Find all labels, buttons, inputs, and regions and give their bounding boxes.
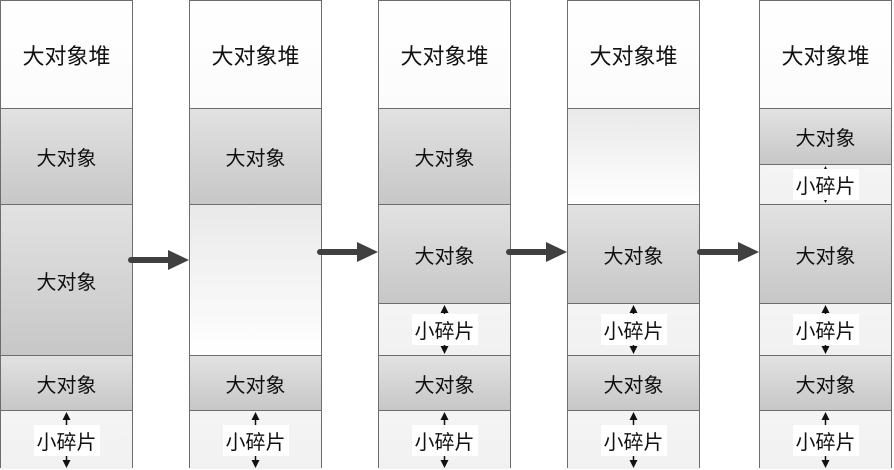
fragment-block: 小碎片 [568,303,699,355]
large-object-block: 大对象 [568,355,699,410]
fragment-label: 小碎片 [792,314,859,345]
fragment-block: 小碎片 [1,410,132,469]
fragment-label: 小碎片 [792,169,859,200]
fragment-block: 小碎片 [760,164,891,204]
large-object-label: 大对象 [795,126,856,150]
large-object-block: 大对象 [760,355,891,410]
large-object-label: 大对象 [414,372,475,397]
large-object-block: 大对象 [190,108,321,204]
large-object-block: 大对象 [1,204,132,355]
large-object-block: 大对象 [379,108,510,204]
large-object-block: 大对象 [1,108,132,204]
heap-header: 大对象堆 [760,1,891,108]
heap-header-label: 大对象堆 [22,44,111,70]
heap-header: 大对象堆 [568,1,699,108]
heap-header-label: 大对象堆 [589,44,678,70]
large-object-label: 大对象 [603,243,664,268]
large-object-block: 大对象 [379,204,510,303]
fragment-block: 小碎片 [568,410,699,469]
heap-column-4: 大对象堆 大对象 小碎片 大对象 小碎片 [567,0,700,469]
large-object-block: 大对象 [379,355,510,410]
large-object-label: 大对象 [36,372,97,397]
heap-header: 大对象堆 [1,1,132,108]
heap-header: 大对象堆 [190,1,321,108]
large-object-label: 大对象 [225,372,286,397]
fragment-block: 小碎片 [190,410,321,469]
fragment-label: 小碎片 [600,424,667,456]
large-object-label: 大对象 [414,243,475,268]
fragment-block: 小碎片 [379,303,510,355]
large-object-block: 大对象 [760,204,891,303]
heap-header-label: 大对象堆 [211,44,300,70]
heap-column-1: 大对象堆 大对象 大对象 大对象 小碎片 [0,0,133,469]
large-object-label: 大对象 [36,146,97,170]
heap-column-5: 大对象堆 大对象 小碎片 大对象 小碎片 大对象 小碎片 [759,0,892,469]
transition-arrow-icon [506,242,567,262]
fragment-label: 小碎片 [222,424,289,456]
free-space-block [190,204,321,355]
large-object-label: 大对象 [225,146,286,170]
fragment-block: 小碎片 [760,303,891,355]
heap-header-label: 大对象堆 [781,44,870,70]
free-space-block [568,108,699,204]
large-object-label: 大对象 [414,146,475,170]
large-object-label: 大对象 [603,372,664,397]
large-object-label: 大对象 [795,243,856,268]
large-object-label: 大对象 [36,269,97,294]
large-object-block: 大对象 [760,108,891,164]
heap-header: 大对象堆 [379,1,510,108]
transition-arrow-icon [697,242,759,262]
fragment-block: 小碎片 [379,410,510,469]
fragment-block: 小碎片 [760,410,891,469]
large-object-block: 大对象 [568,204,699,303]
fragment-label: 小碎片 [33,424,100,456]
large-object-label: 大对象 [795,372,856,397]
fragment-label: 小碎片 [792,424,859,456]
transition-arrow-icon [128,250,189,270]
large-object-block: 大对象 [1,355,132,410]
fragment-label: 小碎片 [411,424,478,456]
fragment-label: 小碎片 [600,314,667,345]
fragment-label: 小碎片 [411,314,478,345]
heap-column-3: 大对象堆 大对象 大对象 小碎片 大对象 小碎片 [378,0,511,469]
heap-column-2: 大对象堆 大对象 大对象 小碎片 [189,0,322,469]
large-object-block: 大对象 [190,355,321,410]
heap-header-label: 大对象堆 [400,44,489,70]
transition-arrow-icon [317,242,378,262]
